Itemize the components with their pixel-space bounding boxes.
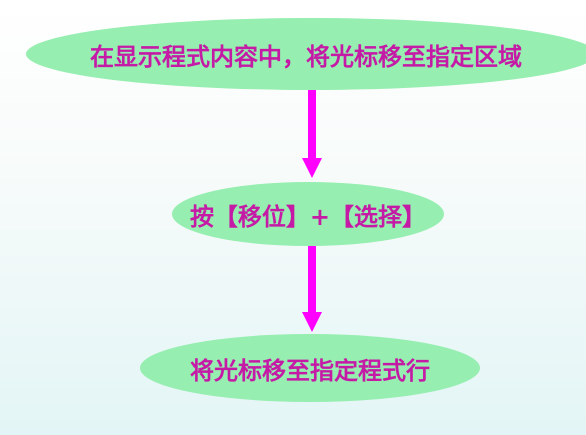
flow-node-step1-label: 在显示程式内容中，将光标移至指定区域 [90, 42, 522, 71]
arrow-step2-to-step3 [302, 246, 322, 332]
flow-node-step1: 在显示程式内容中，将光标移至指定区域 [26, 18, 586, 90]
flow-node-step2: 按【移位】+【选择】 [172, 182, 444, 246]
arrow-step1-to-step2 [302, 90, 322, 178]
flow-node-step3: 将光标移至指定程式行 [140, 334, 480, 402]
flow-node-step2-label: 按【移位】+【选择】 [189, 202, 427, 231]
flow-node-step3-label: 将光标移至指定程式行 [190, 356, 430, 385]
